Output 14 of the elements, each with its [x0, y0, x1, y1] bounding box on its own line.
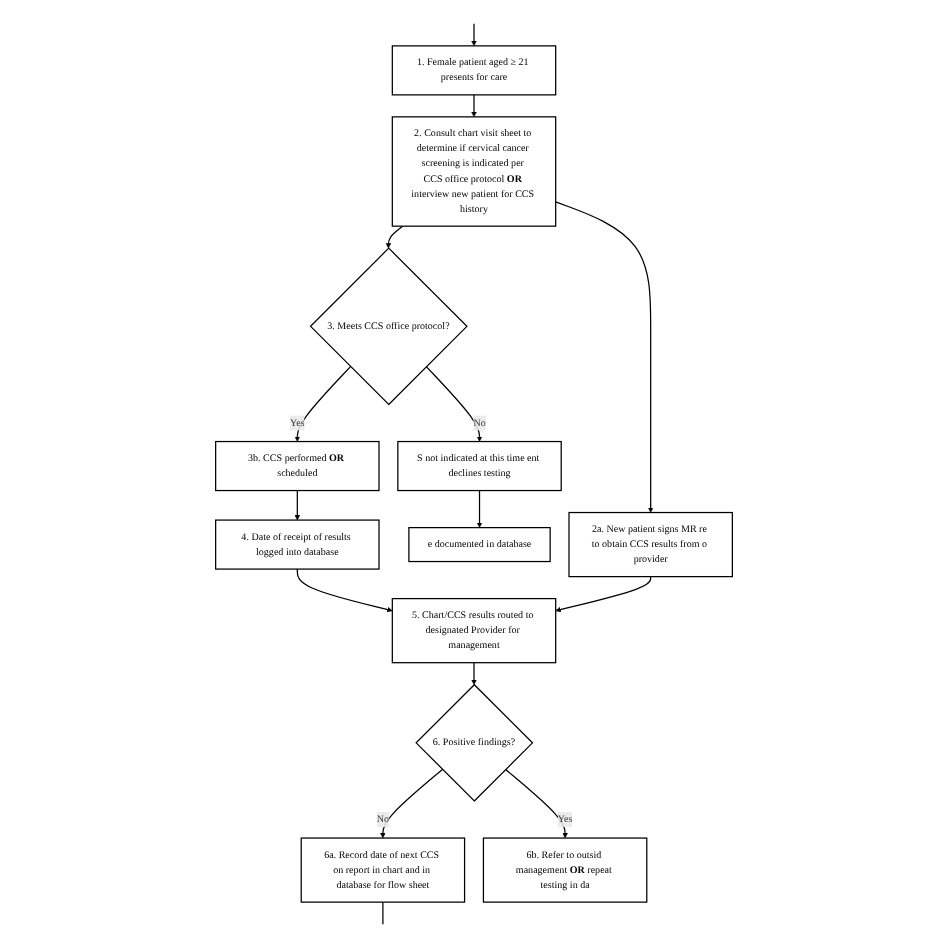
- arrow: [504, 768, 568, 839]
- arrow: [294, 489, 301, 521]
- arrow: [555, 201, 654, 513]
- arrow: [296, 568, 393, 613]
- arrow: [294, 365, 352, 442]
- arrow: [476, 489, 483, 528]
- arrow: [385, 225, 404, 249]
- arrow: [471, 662, 477, 685]
- arrow: [471, 23, 477, 47]
- connector: [382, 901, 384, 925]
- arrow: [425, 365, 483, 442]
- arrow: [471, 94, 477, 118]
- arrow: [555, 576, 652, 613]
- arrow: [380, 768, 444, 839]
